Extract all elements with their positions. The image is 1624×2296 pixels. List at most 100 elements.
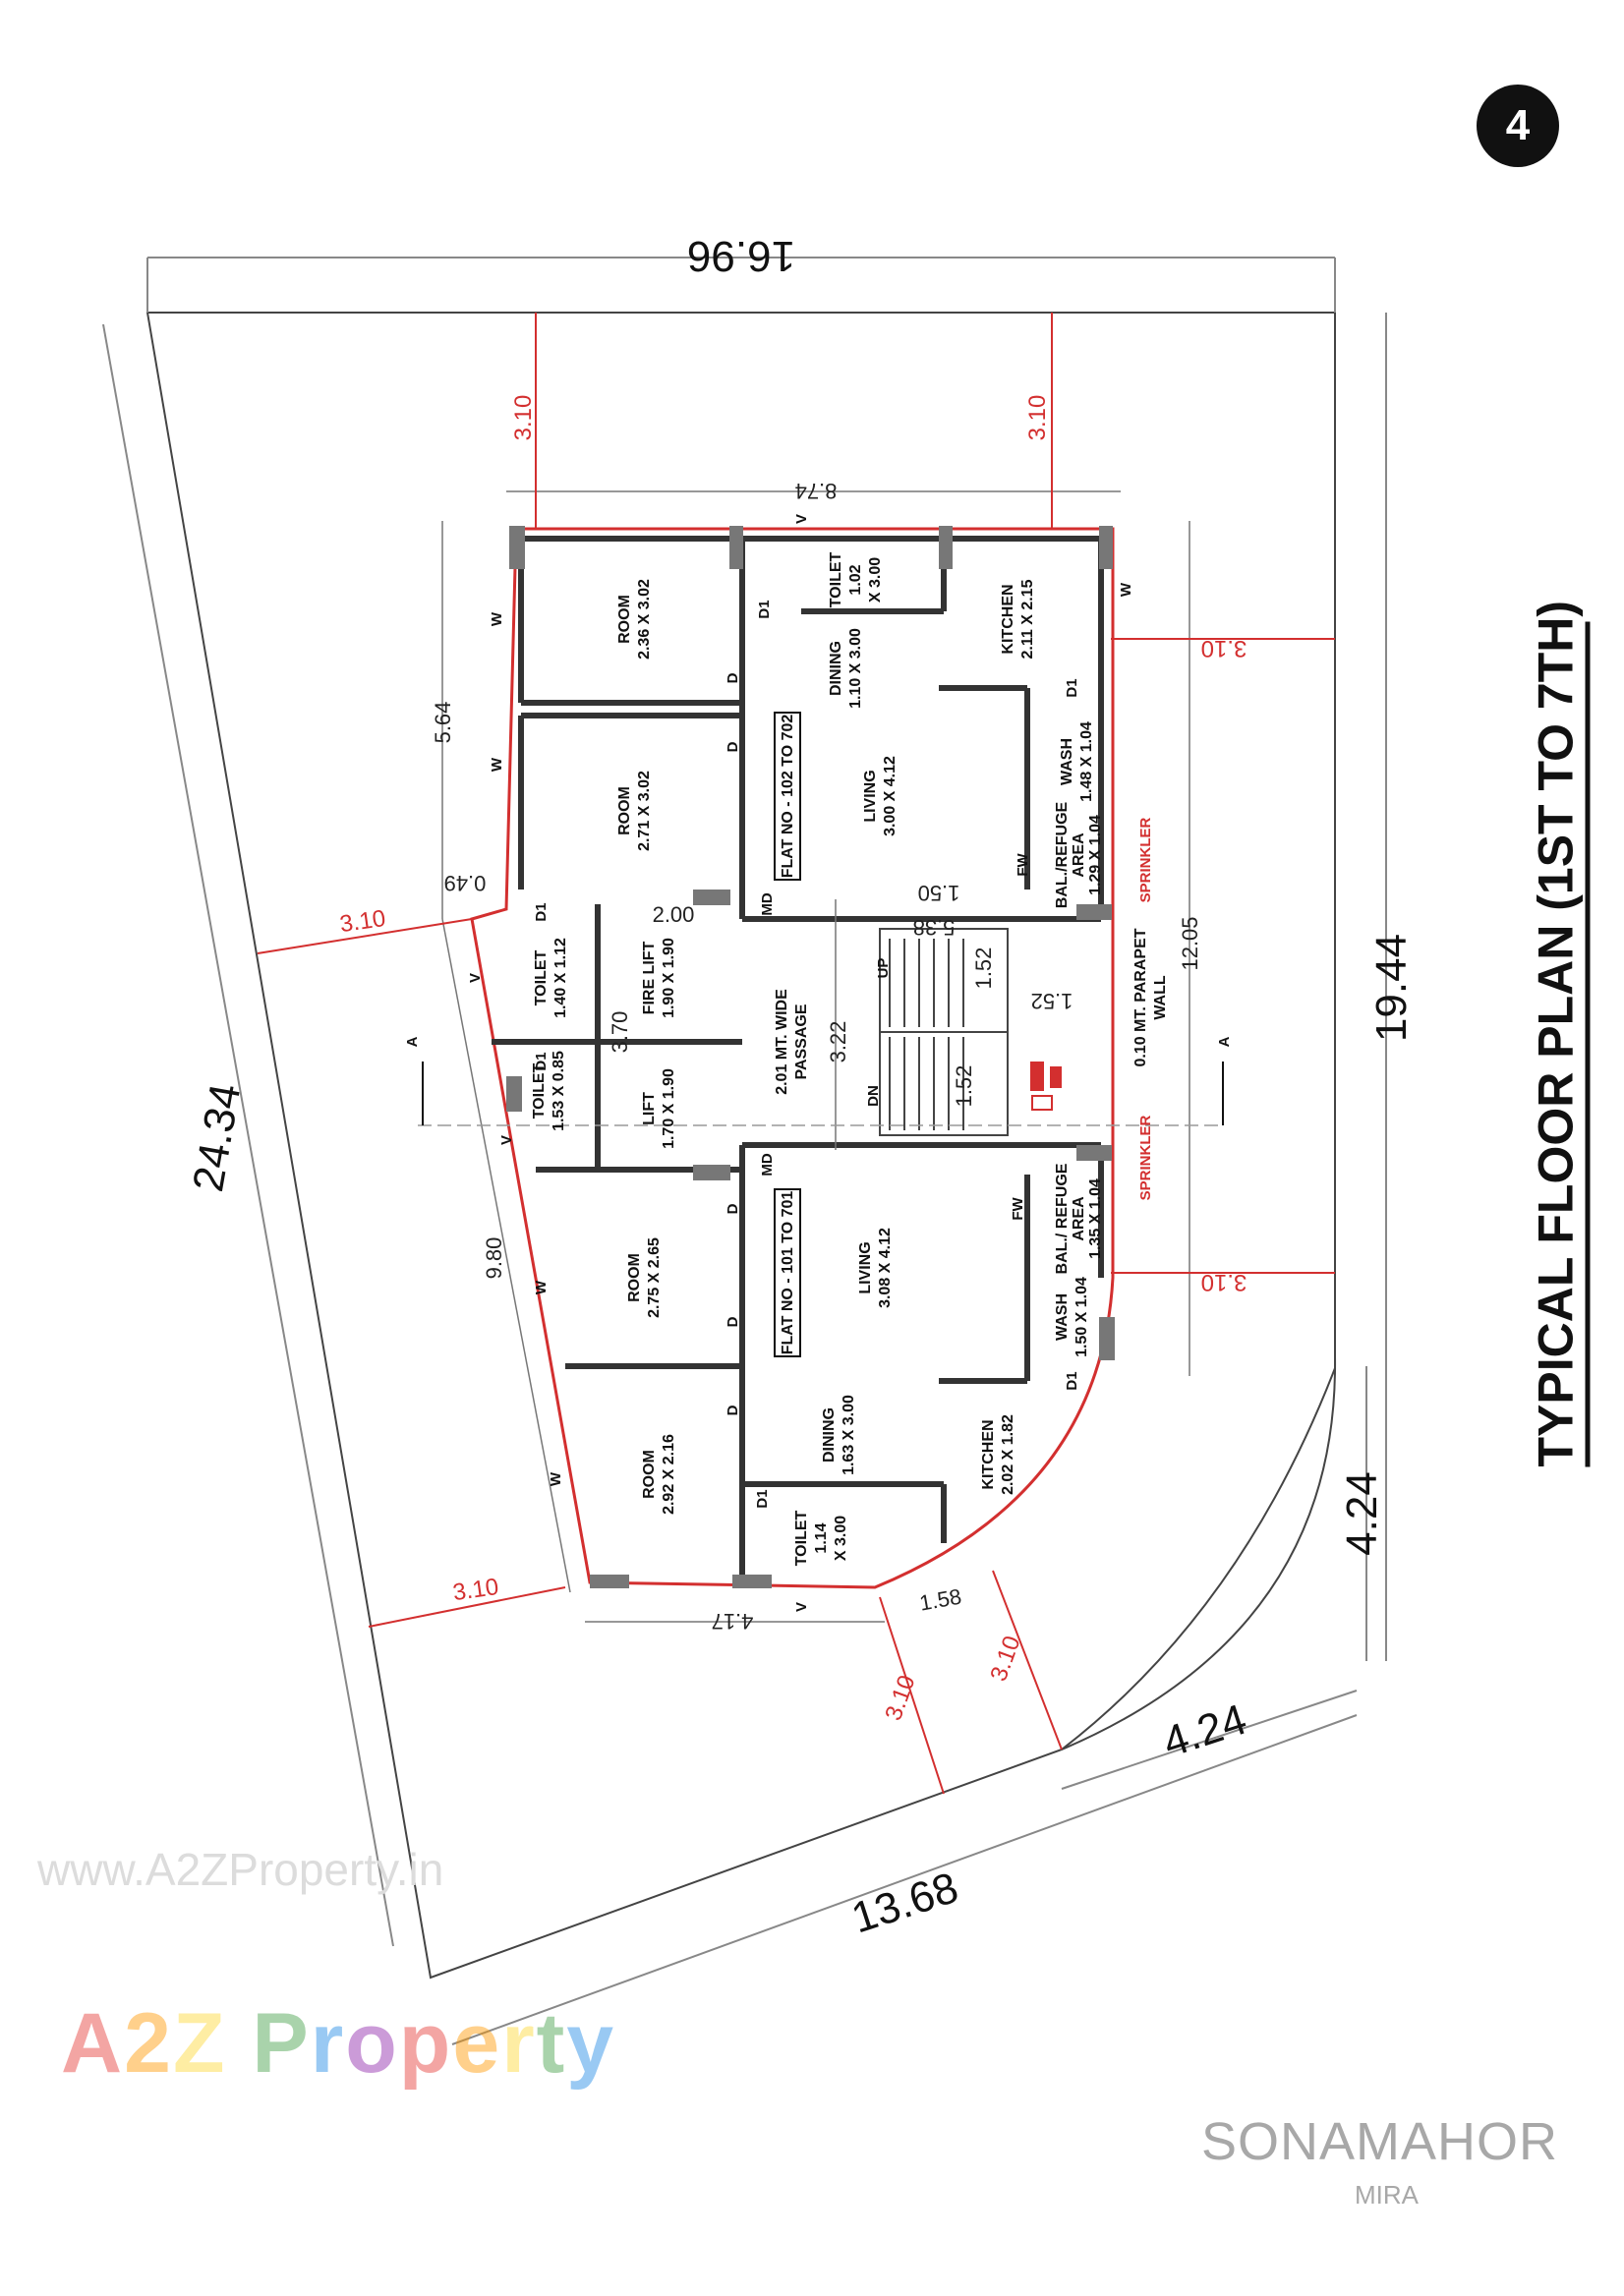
ventilator-marker: V [467, 973, 484, 983]
french-window-marker: FW [1015, 853, 1031, 877]
firelift-size: 1.90 X 1.90 [661, 938, 677, 1018]
door-marker: D [725, 1203, 741, 1214]
dining1-size: 1.10 X 3.00 [847, 628, 864, 709]
site-boundary [145, 312, 1336, 1980]
door-marker: D [725, 741, 741, 752]
main-door-marker: MD [759, 892, 776, 915]
dim-left-upper: 5.64 [431, 702, 455, 744]
kitchen2-name: KITCHEN [980, 1419, 997, 1489]
building-outline [470, 527, 1115, 1589]
brand-letter: p [398, 1996, 453, 2091]
site-dim-bottom-right [1061, 1690, 1358, 1790]
room1-size: 2.36 X 3.02 [636, 579, 653, 660]
room1-name: ROOM [616, 595, 633, 644]
walls [492, 536, 1109, 1582]
living2-size: 3.08 X 4.12 [877, 1228, 894, 1308]
dim-passage-width: 3.22 [826, 1021, 850, 1063]
stair-up-marker: UP [875, 958, 892, 979]
kitchen2-size: 2.02 X 1.82 [1000, 1414, 1016, 1495]
toilet2-size: 1.40 X 1.12 [552, 938, 569, 1018]
bal1-name2: AREA [1071, 832, 1087, 878]
project-location: MIRA [1355, 2180, 1419, 2210]
room3-size: 2.75 X 2.65 [646, 1237, 663, 1318]
wash1-size: 1.48 X 1.04 [1078, 721, 1095, 802]
setback-left-lower: 3.10 [451, 1574, 500, 1606]
dim-right-total: 12.05 [1178, 916, 1202, 970]
door-marker: D [725, 1405, 741, 1415]
site-dim-bottom [451, 1714, 1358, 2045]
dim-stair-3: 1.52 [952, 1065, 976, 1108]
project-name: SONAMAHOR [1201, 2112, 1559, 2171]
setback-right-upper: 3.10 [1201, 635, 1247, 661]
kitchen1-size: 2.11 X 2.15 [1019, 579, 1036, 659]
brand-letter: A [61, 1996, 125, 2091]
wash2-size: 1.50 X 1.04 [1073, 1277, 1090, 1357]
site-curve [1061, 1355, 1337, 1751]
lift-name: LIFT [641, 1092, 658, 1125]
dining1-name: DINING [828, 641, 844, 696]
section-marker: A [404, 1036, 421, 1047]
toilet4-name: TOILET [793, 1510, 810, 1566]
dining2-name: DINING [821, 1407, 838, 1463]
window-marker: W [1118, 582, 1134, 597]
sprinkler-label-2: SPRINKLER [1137, 1116, 1154, 1201]
window-marker: W [489, 757, 505, 772]
brand-letter: P [252, 1996, 311, 2091]
site-dim-right-label: 19.44 [1367, 934, 1416, 1042]
door-marker-d1: D1 [754, 1489, 771, 1508]
dim-stair-1: 1.52 [971, 947, 996, 990]
ventilator-marker: V [793, 514, 810, 524]
parapet-name2: WALL [1152, 975, 1169, 1020]
brand-letter: o [345, 1996, 399, 2091]
dim-landing-2: 5.38 [913, 915, 956, 940]
brand-letter: y [566, 1996, 616, 2091]
site-dim-bottom-label: 13.68 [846, 1864, 964, 1943]
flat-label-101: FLAT NO - 101 TO 701 [780, 1191, 796, 1355]
dim-stair-2: 1.52 [1031, 989, 1073, 1013]
site-dim-top-label: 16.96 [687, 232, 795, 280]
brand-letter: 2 [124, 1996, 173, 2091]
page-number-badge: 4 [1477, 85, 1559, 167]
wash2-name: WASH [1054, 1293, 1071, 1341]
door-marker: D [725, 1316, 741, 1327]
room2-name: ROOM [616, 786, 633, 835]
brand-letter: r [310, 1996, 346, 2091]
window-marker: W [548, 1471, 564, 1486]
setback-top-left: 3.10 [510, 395, 537, 441]
brand-letter: t [536, 1996, 567, 2091]
door-marker: D [725, 672, 741, 683]
dim-lobby-2: 3.70 [608, 1011, 632, 1054]
wash1-name: WASH [1059, 738, 1075, 785]
living1-size: 3.00 X 4.12 [882, 756, 899, 836]
living1-name: LIVING [862, 770, 879, 822]
french-window-marker: FW [1010, 1197, 1026, 1221]
setback-bottom-2: 3.10 [985, 1633, 1025, 1685]
window-marker: W [489, 611, 505, 626]
setback-top-right: 3.10 [1024, 395, 1051, 441]
stair-down-marker: DN [865, 1085, 882, 1107]
lift-size: 1.70 X 1.90 [661, 1068, 677, 1149]
setback-right-lower: 3.10 [1201, 1269, 1247, 1295]
toilet4-size2: X 3.00 [833, 1516, 849, 1561]
columns [506, 526, 1115, 1588]
door-marker-d1: D1 [533, 1052, 550, 1070]
watermark-url: www.A2ZProperty.in [37, 1844, 444, 1895]
dining2-size: 1.63 X 3.00 [841, 1395, 857, 1475]
door-marker-d1: D1 [1064, 678, 1080, 697]
main-door-marker: MD [759, 1153, 776, 1176]
dim-lobby-1: 2.00 [653, 902, 695, 927]
door-marker-d1: D1 [756, 600, 773, 618]
plan-title: TYPICAL FLOOR PLAN (1ST TO 7TH) [1526, 601, 1591, 1467]
dim-bottom-width: 4.17 [712, 1609, 754, 1634]
toilet3-name: TOILET [531, 1062, 548, 1119]
dim-notch: 0.49 [444, 871, 487, 895]
dim-left-lower: 9.80 [482, 1237, 506, 1280]
section-marker: A [1216, 1036, 1233, 1047]
passage-name: 2.01 MT. WIDE [774, 989, 790, 1095]
site-dim-left [102, 323, 394, 1947]
living2-name: LIVING [857, 1241, 874, 1293]
bal2-name: BAL./ REFUGE [1054, 1163, 1071, 1274]
toilet1-size: 1.02 [847, 564, 864, 595]
firelift-name: FIRE LIFT [641, 941, 658, 1014]
setback-left-upper: 3.10 [338, 905, 387, 938]
